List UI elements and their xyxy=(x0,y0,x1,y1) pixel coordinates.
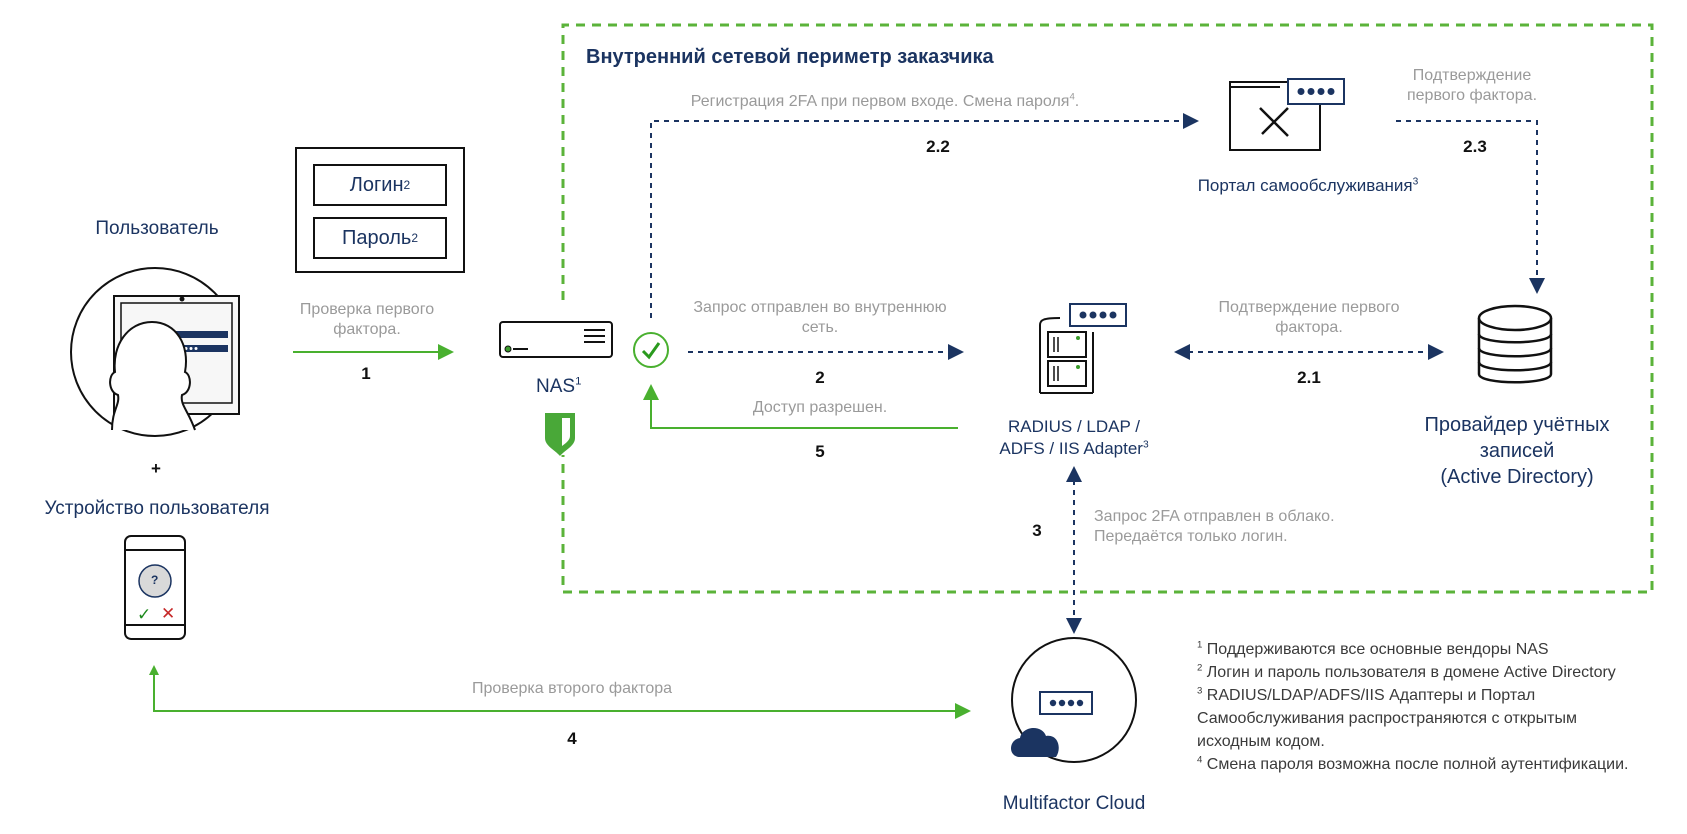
deny-icon: ✕ xyxy=(161,604,176,623)
step-1: 1 xyxy=(361,364,371,383)
database-icon xyxy=(1477,304,1553,384)
footnote-4: 4 Смена пароля возможна после полной аут… xyxy=(1197,754,1629,773)
footnote-2: 2 Логин и пароль пользователя в домене A… xyxy=(1197,662,1616,681)
portal-label: Портал самообслуживания3 xyxy=(1197,176,1419,195)
question-mark: ? xyxy=(151,573,159,587)
device-label: Устройство пользователя xyxy=(44,498,270,519)
step-5: 5 xyxy=(815,442,825,461)
step-2-2: 2.2 xyxy=(926,137,950,156)
step-2-3: 2.3 xyxy=(1463,137,1487,156)
flow-4-label: Проверка второго фактора xyxy=(471,680,673,697)
adapter-server-icon xyxy=(1039,303,1127,394)
arrow-step-5 xyxy=(643,384,958,429)
step-2: 2 xyxy=(815,368,825,387)
flow-3-label: Запрос 2FA отправлен в облако.Передаётся… xyxy=(1094,508,1335,545)
arrow-step-2-3 xyxy=(1396,120,1545,294)
perimeter-title: Внутренний сетевой периметр заказчика xyxy=(586,46,994,68)
check-circle-icon xyxy=(633,332,669,368)
shield-icon xyxy=(545,413,575,456)
step-4: 4 xyxy=(567,729,577,748)
nas-label: NAS1 xyxy=(536,375,582,397)
portal-icon xyxy=(1229,78,1345,151)
perimeter-border xyxy=(561,23,1654,594)
footnote-1: 1 Поддерживаются все основные вендоры NA… xyxy=(1197,639,1549,658)
step-2-1: 2.1 xyxy=(1297,368,1321,387)
user-label: Пользователь xyxy=(95,218,219,239)
flow-5-label: Доступ разрешен. xyxy=(752,399,888,416)
adapter-label: RADIUS / LDAP /ADFS / IIS Adapter3 xyxy=(999,417,1149,458)
cloud-label: Multifactor Cloud xyxy=(1002,793,1146,814)
approve-icon: ✓ xyxy=(137,605,152,624)
arrow-step-2-2 xyxy=(650,113,1199,318)
user-computer-icon xyxy=(70,267,240,437)
nas-device-icon xyxy=(499,321,613,358)
step-3: 3 xyxy=(1032,521,1042,540)
footnote-3: 3 RADIUS/LDAP/ADFS/IIS Адаптеры и Портал… xyxy=(1197,685,1578,750)
footnotes: 1 Поддерживаются все основные вендоры NA… xyxy=(1197,638,1647,776)
cloud-icon xyxy=(1011,637,1137,763)
arrow-step-4 xyxy=(153,670,971,719)
flow-2-2-label: Регистрация 2FA при первом входе. Смена … xyxy=(690,91,1080,110)
plus-sign: + xyxy=(151,459,161,478)
phone-icon xyxy=(124,535,186,640)
